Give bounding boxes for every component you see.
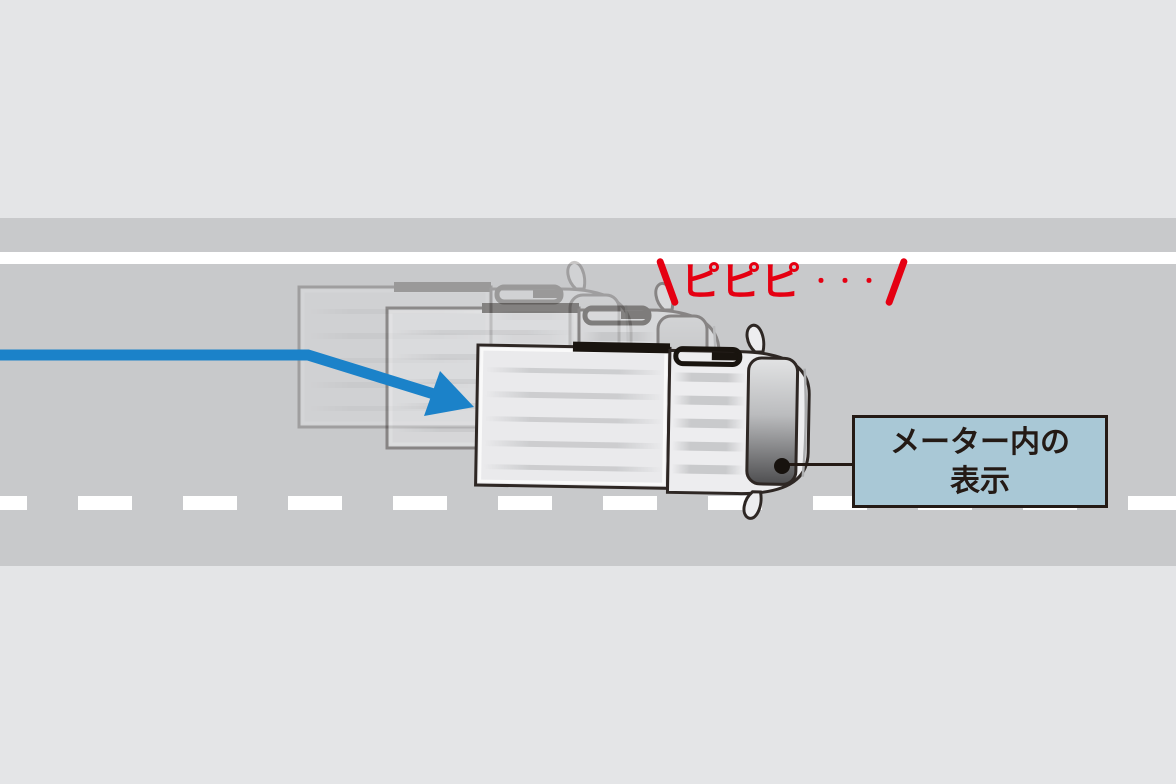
callout-anchor-dot <box>774 458 790 474</box>
lane-line-solid <box>0 252 1176 264</box>
truck-current-position <box>475 320 810 519</box>
beep-alert-dots: ・・・ <box>811 271 883 293</box>
drift-arrow <box>0 349 474 416</box>
beep-alert-text: ピピピ <box>681 260 801 304</box>
callout-leader-line <box>782 463 852 466</box>
meter-display-callout: メーター内の 表示 <box>852 415 1108 508</box>
beep-alert: ピピピ ・・・ <box>655 254 909 310</box>
